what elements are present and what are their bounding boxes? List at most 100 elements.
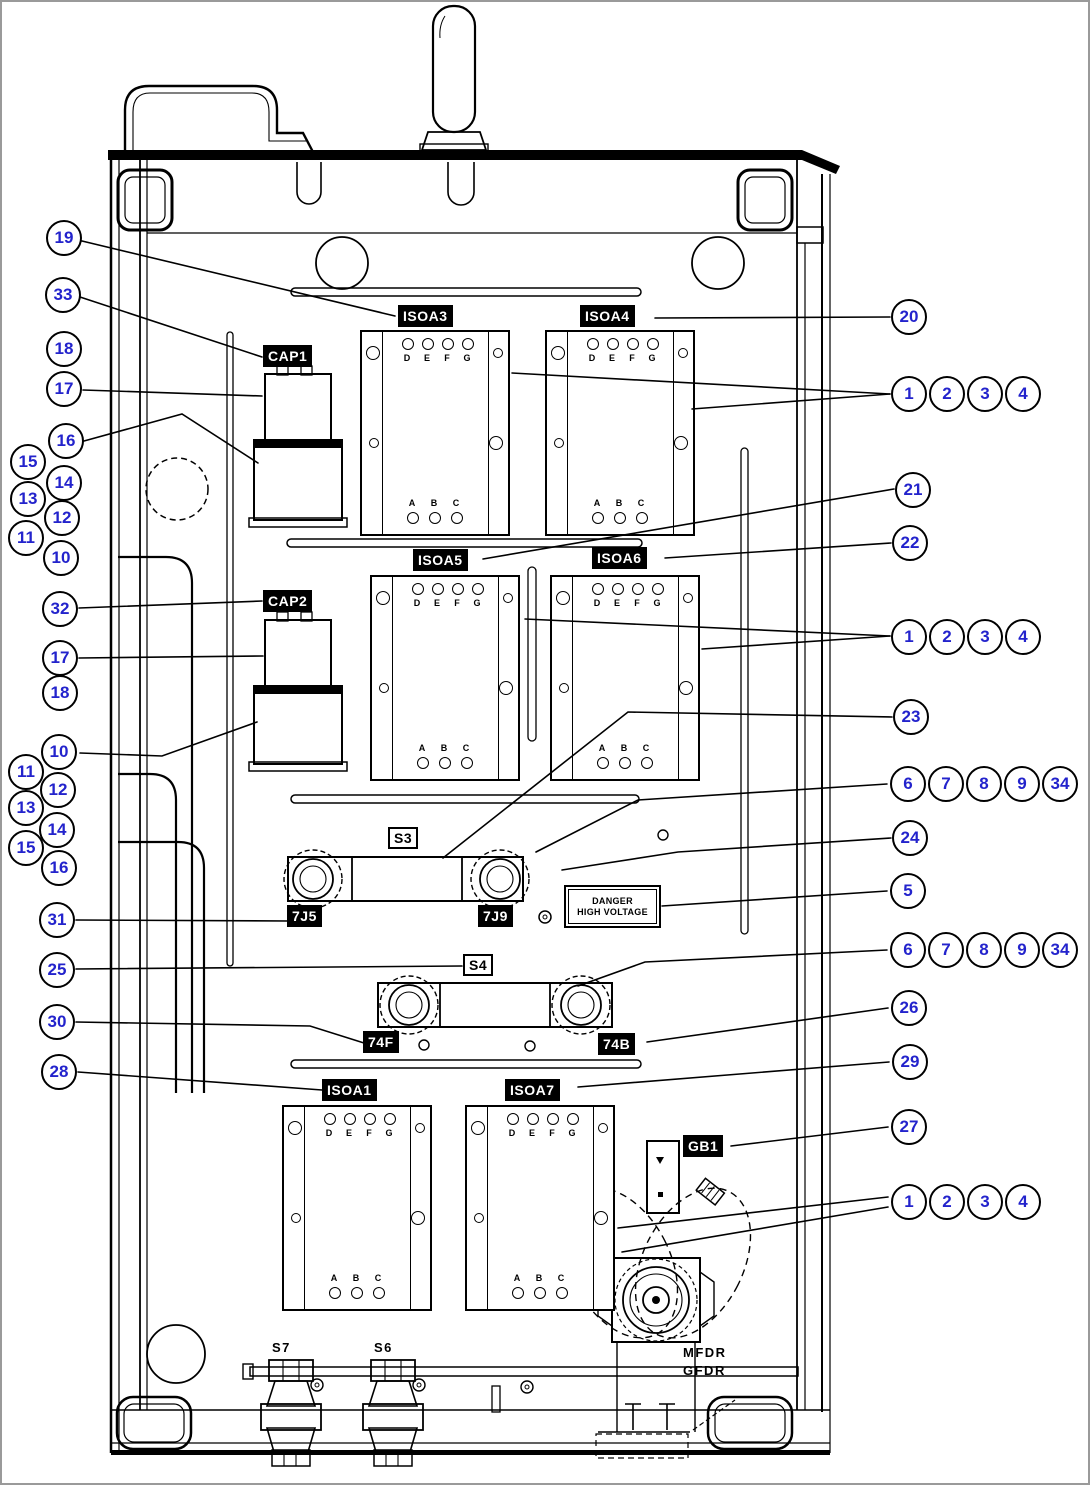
- screw-icon: [683, 593, 693, 603]
- terminal-letter: D: [413, 598, 421, 608]
- screw-icon: [554, 438, 564, 448]
- callout-13: 13: [8, 790, 44, 826]
- s4-bus-assembly: [377, 975, 613, 1052]
- lift-handle: [123, 84, 315, 153]
- terminal-letter: B: [430, 498, 438, 508]
- screw-icon: [559, 683, 569, 693]
- terminal-letter: B: [352, 1273, 360, 1283]
- callout-6: 6: [890, 932, 926, 968]
- terminal-letter: F: [549, 1128, 555, 1138]
- screw-icon: [598, 1123, 608, 1133]
- callout-17: 17: [42, 640, 78, 676]
- terminal-icon: [556, 1287, 568, 1299]
- callout-16: 16: [48, 423, 84, 459]
- label-s7: S7: [272, 1340, 291, 1355]
- terminal-letter: G: [568, 1128, 576, 1138]
- tag-isoa1: ISOA1: [322, 1079, 377, 1101]
- terminal-icon: [627, 338, 639, 350]
- terminal-icon: [607, 338, 619, 350]
- terminal-letter: A: [418, 743, 426, 753]
- terminal-icon: [402, 338, 414, 350]
- screw-icon: [556, 591, 570, 605]
- terminal-letter: E: [608, 353, 615, 363]
- terminal-letter: G: [473, 598, 481, 608]
- s3-bus-assembly: [283, 849, 552, 924]
- terminal-icon: [527, 1113, 539, 1125]
- terminal-icon: [652, 583, 664, 595]
- terminal-letter: D: [325, 1128, 333, 1138]
- terminal-letter: G: [653, 598, 661, 608]
- tag-74f: 74F: [363, 1031, 399, 1053]
- s7-s6-insulators: [242, 1359, 799, 1467]
- tag-7j5: 7J5: [287, 905, 322, 927]
- callout-1: 1: [891, 1184, 927, 1220]
- tag-isoa3: ISOA3: [398, 305, 453, 327]
- terminal-icon: [462, 338, 474, 350]
- terminal-icon: [373, 1287, 385, 1299]
- terminal-icon: [647, 338, 659, 350]
- callout-1: 1: [891, 619, 927, 655]
- terminal-icon: [619, 757, 631, 769]
- callout-14: 14: [39, 812, 75, 848]
- screw-icon: [594, 1211, 608, 1225]
- terminal-icon: [429, 512, 441, 524]
- terminal-letter: G: [648, 353, 656, 363]
- screw-icon: [366, 346, 380, 360]
- tag-isoa5: ISOA5: [413, 549, 468, 571]
- callout-10: 10: [43, 540, 79, 576]
- terminal-icon: [412, 583, 424, 595]
- screw-icon: [291, 1213, 301, 1223]
- callout-10: 10: [41, 734, 77, 770]
- gb1-bracket: [646, 1140, 680, 1214]
- terminal-icon: [641, 757, 653, 769]
- terminal-icon: [547, 1113, 559, 1125]
- callout-12: 12: [40, 772, 76, 808]
- lift-eyebolt: [419, 4, 489, 152]
- screw-icon: [499, 681, 513, 695]
- terminal-icon: [329, 1287, 341, 1299]
- callout-32: 32: [42, 591, 78, 627]
- terminal-icon: [324, 1113, 336, 1125]
- callout-23: 23: [893, 699, 929, 735]
- terminal-icon: [597, 757, 609, 769]
- terminal-icon: [432, 583, 444, 595]
- terminal-icon: [451, 512, 463, 524]
- tag-isoa6: ISOA6: [592, 547, 647, 569]
- terminal-icon: [442, 338, 454, 350]
- callout-24: 24: [892, 820, 928, 856]
- terminal-letter: A: [598, 743, 606, 753]
- callout-4: 4: [1005, 1184, 1041, 1220]
- terminal-letter: F: [634, 598, 640, 608]
- callout-13: 13: [10, 481, 46, 517]
- screw-icon: [415, 1123, 425, 1133]
- tag-s3: S3: [388, 827, 419, 849]
- callout-34: 34: [1042, 766, 1078, 802]
- callout-19: 19: [46, 220, 82, 256]
- terminal-letter: D: [508, 1128, 516, 1138]
- callout-16: 16: [41, 850, 77, 886]
- screw-icon: [674, 436, 688, 450]
- terminal-icon: [407, 512, 419, 524]
- screw-icon: [379, 683, 389, 693]
- danger-line1: DANGER: [592, 895, 633, 906]
- callout-7: 7: [928, 932, 964, 968]
- screw-icon: [471, 1121, 485, 1135]
- danger-high-voltage-sign: DANGER HIGH VOLTAGE: [564, 885, 661, 928]
- terminal-icon: [417, 757, 429, 769]
- callout-15: 15: [10, 444, 46, 480]
- top-plate: [108, 150, 802, 160]
- callout-9: 9: [1004, 766, 1040, 802]
- terminal-letter: G: [385, 1128, 393, 1138]
- screw-icon: [489, 436, 503, 450]
- terminal-letter: B: [615, 498, 623, 508]
- screw-icon: [411, 1211, 425, 1225]
- callout-11: 11: [8, 520, 44, 556]
- terminal-icon: [614, 512, 626, 524]
- terminal-letter: C: [557, 1273, 565, 1283]
- callout-20: 20: [891, 299, 927, 335]
- screw-icon: [376, 591, 390, 605]
